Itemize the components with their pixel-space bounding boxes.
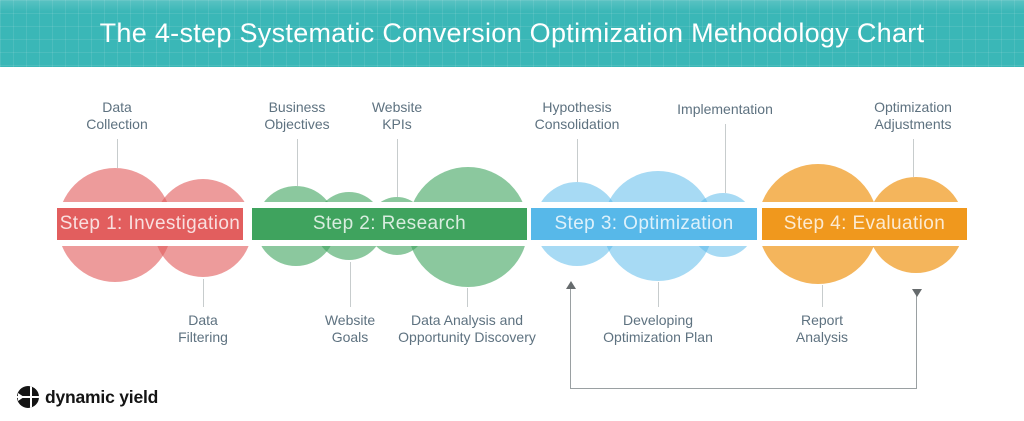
logo-text: dynamic yield — [45, 386, 159, 407]
top-annotation-connector-4 — [577, 139, 578, 182]
feedback-loop-down-arrow-icon — [912, 289, 922, 297]
step-1-bar: Step 1: Investigation — [57, 208, 243, 240]
step-2-bar-label: Step 2: Research — [312, 213, 467, 234]
bottom-annotation-connector-5 — [822, 285, 823, 307]
top-annotation-label-6: Optimization Adjustments — [874, 99, 952, 132]
bottom-annotation-label-2: Website Goals — [324, 312, 376, 345]
dynamic-yield-logo-icon — [17, 386, 39, 408]
bottom-annotation-label-3: Data Analysis and Opportunity Discovery — [398, 312, 536, 345]
step-3-bar: Step 3: Optimization — [531, 208, 757, 240]
step-1-bar-label: Step 1: Investigation — [59, 213, 241, 234]
top-annotation-label-2: Business Objectives — [264, 99, 330, 132]
bottom-annotation-connector-2 — [350, 262, 351, 307]
dynamic-yield-logo: dynamic yield — [17, 386, 158, 408]
top-annotation-label-1: Data Collection — [86, 99, 148, 132]
step-4-bar: Step 4: Evaluation — [762, 208, 967, 240]
bottom-annotation-connector-3 — [467, 288, 468, 307]
bottom-annotation-connector-4 — [658, 282, 659, 307]
bottom-annotation-label-1: Data Filtering — [178, 312, 228, 345]
top-annotation-connector-5 — [725, 124, 726, 193]
top-annotation-label-4: Hypothesis Consolidation — [534, 99, 620, 132]
feedback-loop-bottom-line — [570, 388, 917, 389]
step-4-bar-label: Step 4: Evaluation — [783, 213, 946, 234]
top-annotation-connector-6 — [913, 139, 914, 177]
bottom-annotation-label-5: Report Analysis — [795, 312, 849, 345]
header-banner: The 4-step Systematic Conversion Optimiz… — [0, 0, 1024, 67]
step-3-bar-label: Step 3: Optimization — [554, 213, 734, 234]
page-title: The 4-step Systematic Conversion Optimiz… — [99, 18, 925, 48]
top-annotation-connector-2 — [297, 139, 298, 186]
top-annotation-label-3: Website KPIs — [371, 99, 423, 132]
bottom-annotation-connector-1 — [203, 279, 204, 307]
bottom-annotation-label-4: Developing Optimization Plan — [603, 312, 713, 345]
feedback-loop-left-line — [570, 288, 571, 388]
top-annotation-connector-1 — [117, 139, 118, 168]
step-2-bar: Step 2: Research — [252, 208, 527, 240]
feedback-loop-up-arrow-icon — [566, 281, 576, 289]
top-annotation-label-5: Implementation — [677, 101, 773, 117]
top-annotation-connector-3 — [397, 139, 398, 197]
feedback-loop-right-line — [916, 293, 917, 388]
